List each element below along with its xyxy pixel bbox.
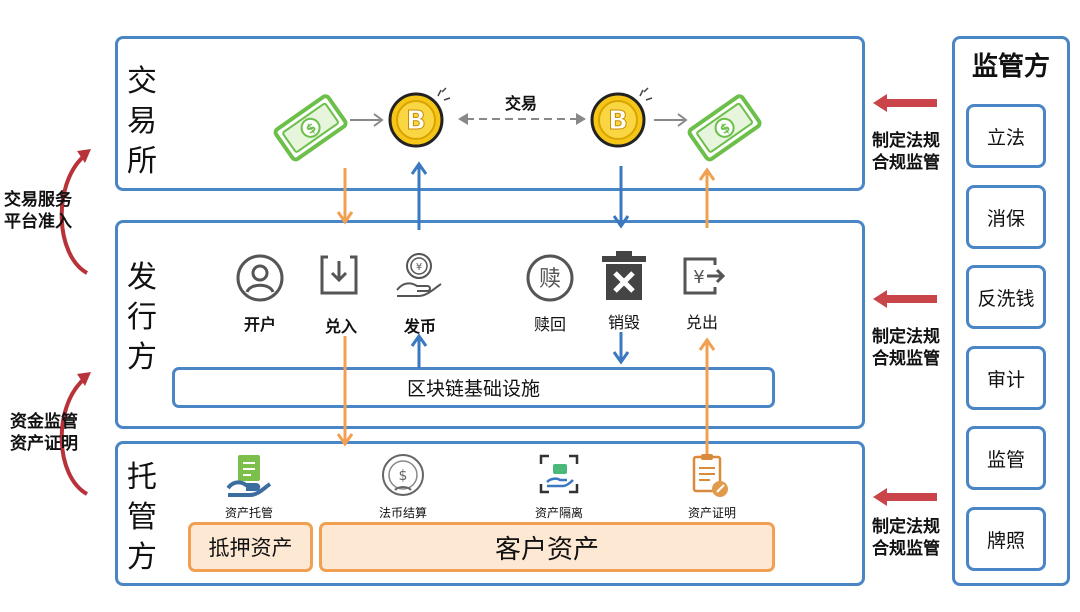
issuer-item-redeem: 赎回: [533, 315, 566, 334]
left-label-top-line2: 平台准入: [4, 212, 72, 232]
client-assets-label: 客户资产: [494, 534, 599, 565]
fiat-settlement-icon: $: [382, 454, 424, 496]
destroy-trash-icon: [602, 251, 646, 300]
left-label-top-line1: 交易服务: [4, 190, 72, 210]
flow-arrow-blue-down-infra: [612, 332, 630, 365]
deposit-icon: [320, 255, 358, 295]
left-curved-arrow-bottom: [59, 372, 91, 496]
custodian-item-fiat-settlement: 法币结算: [378, 506, 427, 520]
regulator-item-supervision: 监管: [966, 426, 1046, 490]
svg-text:¥: ¥: [416, 262, 422, 273]
custodian-item-asset-isolation: 资产隔离: [534, 506, 583, 520]
flow-arrow-blue-up-infra: [410, 333, 428, 368]
collateral-assets-box: 抵押资产: [188, 522, 313, 572]
user-account-icon: [236, 254, 284, 302]
exchange-title: 交易所: [122, 62, 162, 182]
regulator-arrow-label-bottom: 制定法规 合规监管: [872, 516, 940, 560]
blockchain-infrastructure-bar: 区块链基础设施: [172, 367, 775, 408]
client-assets-box: 客户资产: [319, 522, 775, 572]
regulator-label-top-line1: 制定法规: [872, 131, 940, 151]
regulator-arrow-top: [873, 94, 937, 112]
regulator-label-top-line2: 合规监管: [872, 153, 940, 173]
custodian-title-text: 托管方: [127, 460, 157, 575]
trade-label: 交易: [504, 94, 537, 113]
collateral-assets-label: 抵押资产: [208, 536, 293, 560]
withdraw-icon: ¥: [683, 257, 726, 295]
issuer-item-issue-coin: 发币: [403, 317, 436, 336]
custodian-item-asset-proof: 资产证明: [687, 506, 736, 520]
svg-text:B: B: [406, 106, 426, 136]
regulator-label-bottom-line2: 合规监管: [872, 539, 940, 559]
custodian-title: 托管方: [122, 458, 162, 578]
issuer-panel: [115, 220, 865, 429]
regulator-item-license: 牌照: [966, 507, 1046, 571]
svg-text:¥: ¥: [693, 267, 704, 288]
arrow-money-to-coin-left: [350, 113, 384, 127]
issuer-item-withdraw: 兑出: [685, 313, 718, 332]
flow-arrow-orange-up-from-custodian: [698, 337, 716, 454]
svg-text:B: B: [608, 106, 628, 136]
regulator-item-legislation: 立法: [966, 104, 1046, 168]
arrow-coin-to-money-right: [654, 113, 688, 127]
left-label-bottom: 资金监管 资产证明: [10, 411, 78, 455]
left-label-bottom-line1: 资金监管: [10, 412, 78, 432]
regulator-item-audit: 审计: [966, 346, 1046, 410]
asset-proof-icon: [692, 454, 728, 497]
svg-text:赎: 赎: [539, 267, 561, 292]
exchange-title-text: 交易所: [127, 64, 157, 179]
left-label-bottom-line2: 资产证明: [10, 434, 78, 454]
flow-arrow-blue-down-exchange: [612, 166, 630, 229]
regulator-label-middle-line2: 合规监管: [872, 349, 940, 369]
flow-arrow-blue-up-exchange: [410, 161, 428, 230]
flow-arrow-orange-down-exchange: [336, 168, 354, 225]
regulator-arrow-label-middle: 制定法规 合规监管: [872, 326, 940, 370]
redeem-icon: 赎: [526, 254, 574, 302]
issuer-title-text: 发行方: [127, 260, 157, 375]
regulator-arrow-middle: [873, 290, 937, 308]
left-curved-arrow-top: [59, 149, 91, 275]
trade-dashed-arrow: [458, 113, 586, 125]
issuer-title: 发行方: [122, 258, 162, 378]
asset-isolation-icon: [539, 454, 579, 494]
regulator-label-middle-line1: 制定法规: [872, 327, 940, 347]
regulator-label-bottom-line1: 制定法规: [872, 517, 940, 537]
regulator-item-consumer-protection: 消保: [966, 185, 1046, 249]
regulator-arrow-bottom: [873, 488, 937, 506]
bitcoin-icon-left: B: [388, 87, 451, 148]
left-label-top: 交易服务 平台准入: [4, 189, 72, 233]
regulator-arrow-label-top: 制定法规 合规监管: [872, 130, 940, 174]
flow-arrow-orange-down-to-custodian: [336, 336, 354, 447]
custodian-item-asset-custody: 资产托管: [224, 506, 273, 520]
money-icon-right: $: [687, 94, 762, 162]
money-icon-left: $: [273, 94, 348, 162]
bitcoin-icon-right: B: [590, 87, 653, 148]
svg-text:$: $: [399, 468, 408, 484]
asset-custody-icon: [226, 455, 272, 497]
issuer-item-deposit: 兑入: [324, 317, 357, 336]
flow-arrow-orange-up-exchange: [698, 167, 716, 228]
issue-coin-icon: ¥: [396, 253, 442, 297]
issuer-item-destroy: 销毁: [607, 313, 640, 332]
issuer-item-open-account: 开户: [243, 315, 276, 334]
regulator-item-anti-money-laundering: 反洗钱: [966, 265, 1046, 329]
regulator-title: 监管方: [971, 52, 1050, 82]
